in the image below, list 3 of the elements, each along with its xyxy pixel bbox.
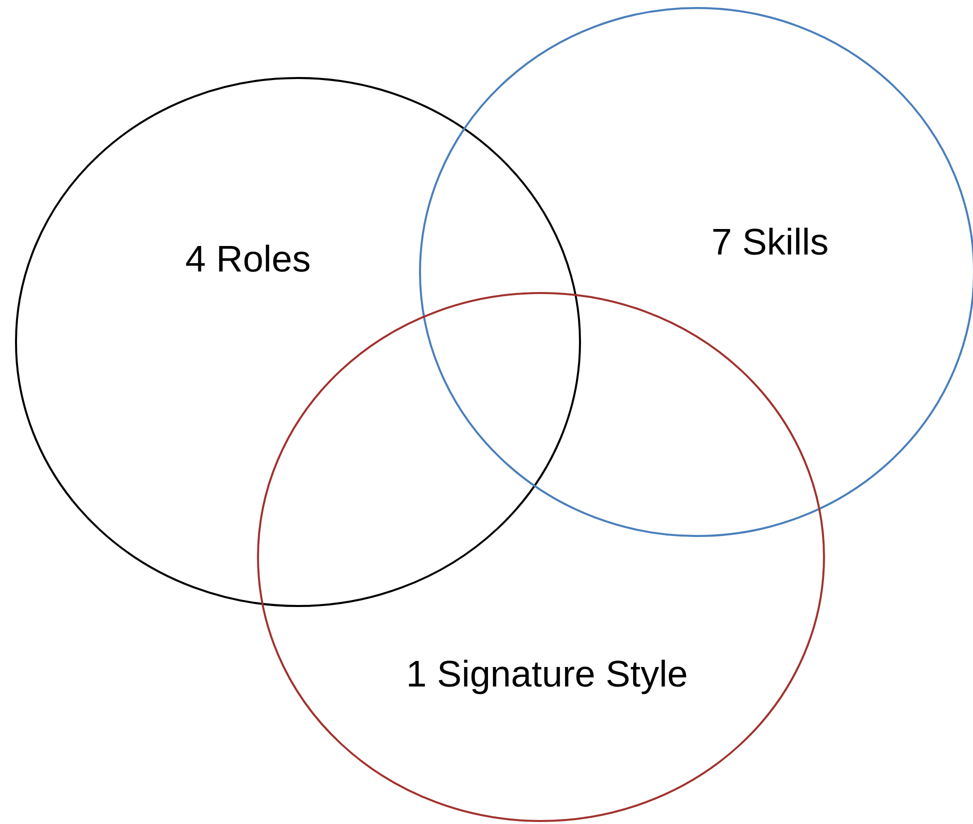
circle-label: 7 Skills	[711, 222, 829, 264]
circle-label: 4 Roles	[185, 238, 311, 282]
circle-label: 1 Signature Style	[406, 654, 688, 696]
